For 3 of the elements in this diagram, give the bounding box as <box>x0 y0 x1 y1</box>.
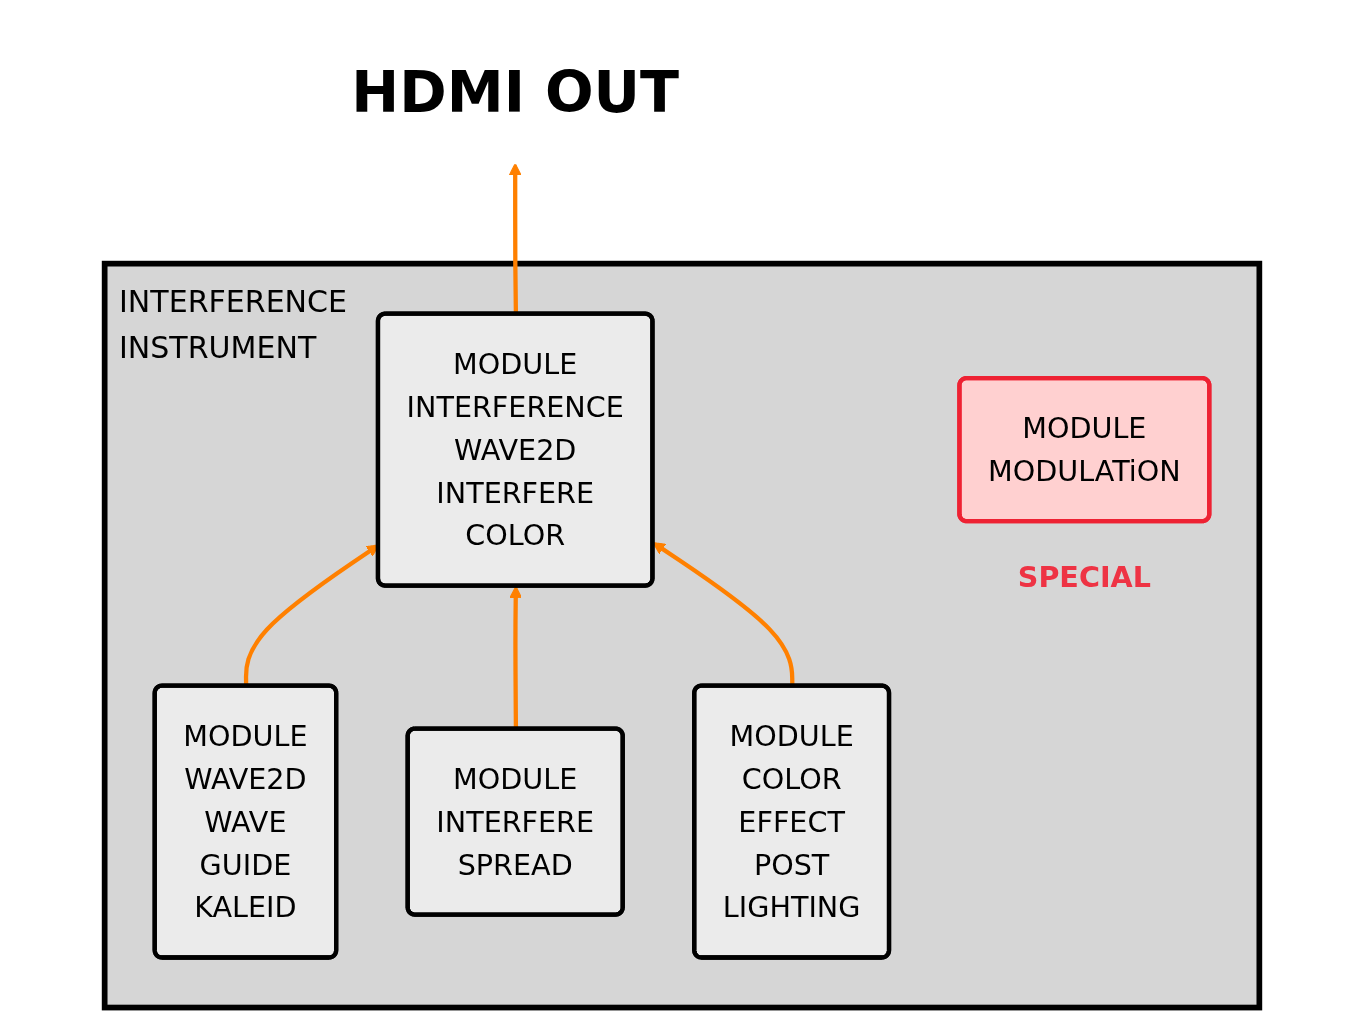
node-text: HDMI OUT <box>351 59 680 125</box>
arrow <box>652 542 795 687</box>
node-label: SPECIAL <box>1017 559 1151 595</box>
